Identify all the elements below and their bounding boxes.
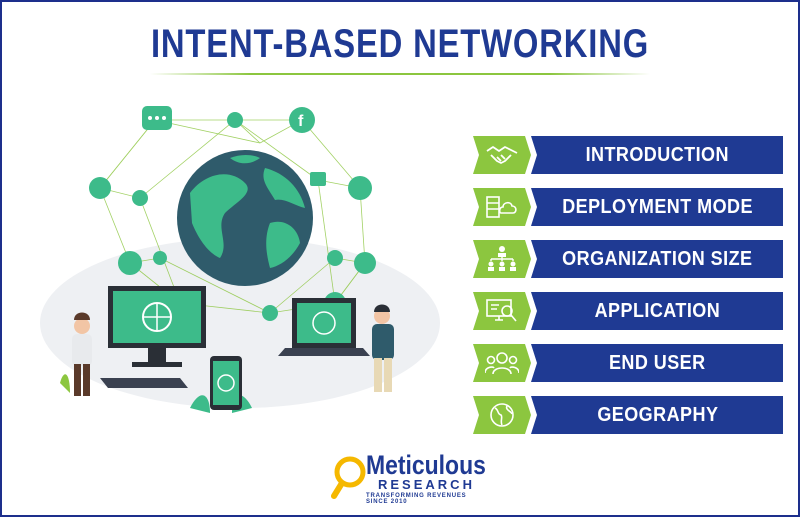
menu-item-label: INTRODUCTION — [585, 143, 730, 166]
logo-tagline: TRANSFORMING REVENUES SINCE 2010 — [366, 493, 467, 505]
menu-item-application[interactable]: APPLICATION — [473, 292, 783, 330]
logo-subtitle: RESEARCH — [378, 477, 475, 492]
svg-text:f: f — [298, 113, 304, 130]
menu-item-icon-box — [473, 292, 531, 330]
meticulous-research-logo: Meticulous RESEARCH TRANSFORMING REVENUE… — [330, 450, 490, 506]
menu-item-icon-box — [473, 188, 531, 226]
magnifier-logo-icon — [331, 456, 366, 499]
menu-item-deployment-mode[interactable]: DEPLOYMENT MODE — [473, 188, 783, 226]
man-figure — [372, 304, 394, 392]
logo-brand: Meticulous — [366, 450, 486, 480]
menu-item-end-user[interactable]: END USER — [473, 344, 783, 382]
org-chart-icon — [488, 246, 516, 271]
menu-item-icon-box — [473, 396, 531, 434]
network-illustration: f — [40, 106, 440, 413]
globe-icon — [490, 403, 514, 427]
menu-item-icon-box — [473, 240, 531, 278]
menu-item-geography[interactable]: GEOGRAPHY — [473, 396, 783, 434]
menu-item-label: APPLICATION — [594, 299, 721, 322]
handshake-icon — [486, 146, 518, 164]
menu-item-label: ORGANIZATION SIZE — [562, 247, 753, 270]
menu-item-introduction[interactable]: INTRODUCTION — [473, 136, 783, 174]
title-underline — [150, 73, 650, 75]
server-cloud-icon — [486, 196, 517, 218]
menu-item-label: GEOGRAPHY — [597, 403, 719, 426]
page-title: INTENT-BASED NETWORKING — [150, 22, 650, 66]
menu-item-label: END USER — [609, 351, 706, 374]
globe-graphic — [177, 150, 313, 286]
menu-item-icon-box — [473, 344, 531, 382]
menu-item-label: DEPLOYMENT MODE — [562, 195, 753, 218]
menu-item-organization-size[interactable]: ORGANIZATION SIZE — [473, 240, 783, 278]
menu-item-icon-box — [473, 136, 531, 174]
phone-graphic — [190, 356, 252, 413]
laptop-graphic — [278, 298, 370, 356]
woman-figure — [60, 312, 92, 396]
monitor-search-icon — [486, 299, 517, 322]
users-icon — [485, 352, 519, 375]
desktop-monitor — [100, 286, 206, 388]
